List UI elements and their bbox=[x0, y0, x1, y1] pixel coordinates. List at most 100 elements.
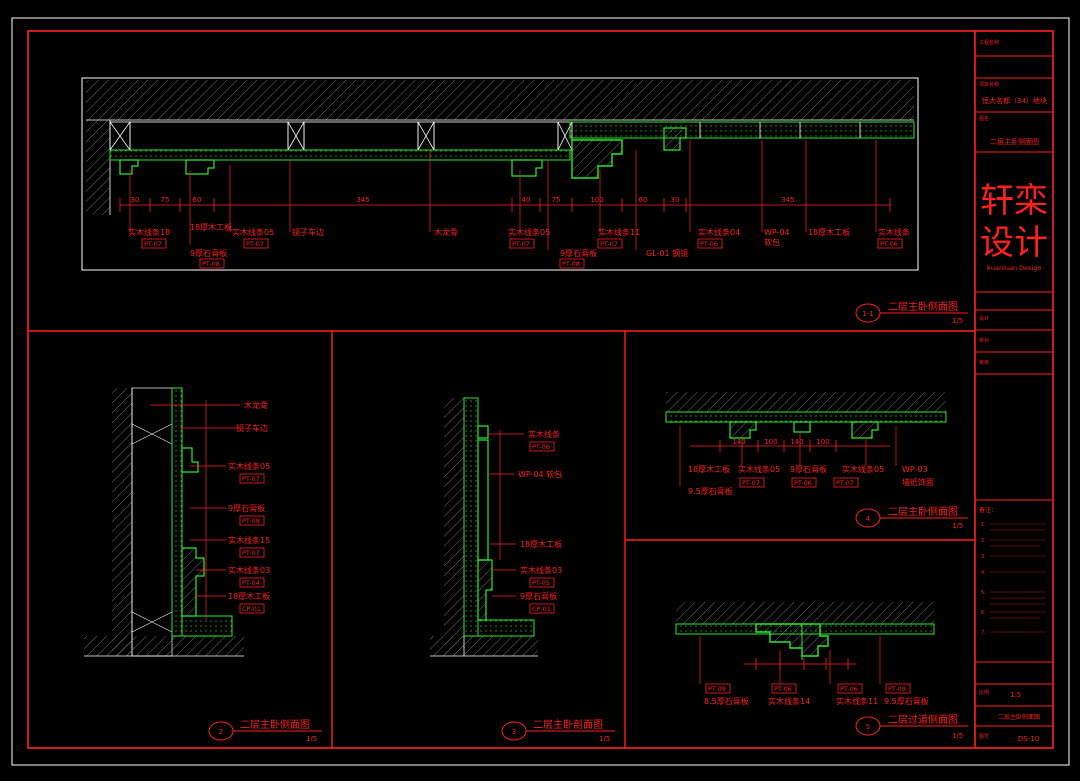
p1-title-label: 2 bbox=[219, 728, 223, 736]
left-wall bbox=[86, 120, 110, 215]
tb-row-label-5: 校对 bbox=[979, 337, 989, 344]
drawing-frame bbox=[27, 30, 1054, 749]
tag-top-5: PT-08 bbox=[562, 260, 580, 268]
panel-3-section: 140 100 140 100 18厚木工板 实木线条05 9厚石膏板 实木线条… bbox=[665, 392, 968, 530]
p3-callout-4: 实木线条05 bbox=[842, 464, 884, 474]
p1-title: 二层主卧侧面图 bbox=[240, 718, 310, 731]
tb-note-7: 7. bbox=[981, 630, 986, 636]
tb-note-1: 1. bbox=[981, 522, 986, 528]
tb-note-6: 6. bbox=[981, 610, 986, 616]
p1-callout-4: 9厚石膏板 bbox=[228, 503, 265, 513]
top-title-label: 1-1 bbox=[862, 310, 873, 318]
callout-top-2: 18厚木工板 bbox=[190, 222, 232, 232]
p2-callout-4: 实木线条03 bbox=[520, 565, 562, 575]
panel-1-section: 木龙骨 镜子车边 实木线条05 9厚石膏板 实木线条15 实木线条03 18厚木… bbox=[84, 387, 322, 743]
dim-6: 75 bbox=[552, 196, 561, 204]
top-drawing-border bbox=[81, 77, 919, 271]
ceiling-joists bbox=[109, 121, 573, 151]
p1-tag-4: PT-04 bbox=[242, 579, 260, 587]
p2-title: 二层主卧剖面图 bbox=[533, 718, 603, 731]
p3-slab bbox=[666, 392, 946, 412]
ceiling-board-left bbox=[109, 149, 571, 161]
p3-callout-2: 实木线条05 bbox=[738, 464, 780, 474]
tag-top-3: PT-07 bbox=[246, 240, 264, 248]
p2-callout-3: 18厚木工板 bbox=[520, 539, 562, 549]
p4-tag-1: PT-09 bbox=[708, 685, 726, 693]
p1-wall bbox=[112, 388, 132, 656]
tb-project: 恒大名都（34）地块 bbox=[982, 96, 1047, 105]
logo-line-1: 轩栾 bbox=[980, 181, 1048, 221]
p1-tag-3: PT-07 bbox=[242, 549, 260, 557]
p3-moulding-3 bbox=[851, 421, 879, 439]
p2-scale: 1/5 bbox=[599, 735, 610, 743]
p3-callout-7: 9.5厚石膏板 bbox=[688, 486, 733, 496]
callout-top-3: 9厚石膏板 bbox=[190, 248, 227, 258]
p1-scale: 1/5 bbox=[306, 735, 317, 743]
cornice-right bbox=[663, 127, 687, 151]
tb-row-label-6: 审核 bbox=[979, 359, 989, 366]
p3-callout-3: 9厚石膏板 bbox=[790, 464, 827, 474]
p4-tag-4: PT-09 bbox=[888, 685, 906, 693]
tb-note-2: 2. bbox=[981, 538, 986, 544]
p2-board bbox=[463, 397, 479, 637]
p3-board bbox=[665, 411, 947, 423]
tb-note-4: 4. bbox=[981, 570, 986, 576]
dim-4: 345 bbox=[356, 196, 369, 204]
dim-1: 30 bbox=[131, 196, 140, 204]
p2-moulding-bottom bbox=[477, 559, 493, 621]
dim-9: 30 bbox=[671, 196, 680, 204]
p3-tag-3: PT-07 bbox=[836, 479, 854, 487]
p4-title: 二层过道侧面图 bbox=[888, 713, 958, 726]
crown-moulding-3 bbox=[511, 159, 543, 177]
p4-scale: 1/5 bbox=[952, 732, 963, 740]
callout-top-1: 实木线条18 bbox=[128, 227, 170, 237]
tag-top-6: PT-07 bbox=[600, 240, 618, 248]
tb-note-5: 5. bbox=[981, 590, 986, 596]
tb-drawing-name: 二层主卧侧面图 bbox=[990, 137, 1039, 146]
tb-row-label-7: 比例 bbox=[979, 689, 989, 696]
p3-callout-1: 18厚木工板 bbox=[688, 464, 730, 474]
p3-moulding-2 bbox=[793, 421, 811, 433]
tb-row-label-8: 图号 bbox=[979, 734, 989, 740]
tb-row-label-2: 项目名称 bbox=[979, 81, 999, 88]
p1-tag-5: CP-01 bbox=[242, 605, 261, 613]
p4-slab bbox=[676, 602, 934, 624]
top-dimension-line bbox=[119, 198, 891, 212]
p1-leaders bbox=[150, 404, 240, 597]
callout-top-5: 镜子车边 bbox=[292, 227, 324, 237]
tag-top-7: PT-06 bbox=[700, 240, 718, 248]
callout-top-8: 9厚石膏板 bbox=[560, 248, 597, 258]
p3-callout-5: WP-03 bbox=[902, 465, 928, 474]
p2-skirting bbox=[477, 619, 535, 637]
top-elevation-drawing: 30 75 60 345 40 75 100 60 30 345 实木线条18 … bbox=[81, 77, 968, 325]
tag-top-8: PT-06 bbox=[880, 240, 898, 248]
tb-drawing-no: DS-10 bbox=[1018, 735, 1039, 743]
tb-row-label-1: 工程名称 bbox=[979, 39, 999, 46]
p1-callout-3: 实木线条05 bbox=[228, 461, 270, 471]
callout-top-7: 实木线条05 bbox=[508, 227, 550, 237]
p4-cornice bbox=[755, 623, 829, 657]
p1-callout-7: 18厚木工板 bbox=[228, 591, 270, 601]
callout-top-14: 18厚木工板 bbox=[808, 227, 850, 237]
tb-row-label-4: 设计 bbox=[979, 315, 989, 322]
p2-leaders bbox=[488, 433, 524, 597]
panel-2-section: 实木线条 WP-04 软包 18厚木工板 实木线条03 9厚石膏板 PT-06 … bbox=[430, 397, 615, 743]
tb-note-lines bbox=[990, 523, 1046, 633]
p4-callout-3: 实木线条11 bbox=[836, 696, 878, 706]
p2-callout-2: WP-04 软包 bbox=[518, 469, 562, 479]
p3-scale: 1/5 bbox=[952, 522, 963, 530]
top-leaders bbox=[129, 140, 877, 250]
p1-callout-2: 镜子车边 bbox=[236, 423, 268, 433]
tb-row-label-3: 图名 bbox=[979, 115, 989, 122]
p1-callout-6: 实木线条03 bbox=[228, 565, 270, 575]
dim-8: 60 bbox=[639, 196, 648, 204]
callout-top-12: WP-04 bbox=[764, 228, 790, 237]
tb-notes-heading: 备注： bbox=[979, 506, 997, 514]
dim-10: 345 bbox=[781, 196, 794, 204]
p2-tag-2: PT-05 bbox=[532, 579, 550, 587]
tag-top-1: PT-07 bbox=[144, 240, 162, 248]
cornice-large bbox=[571, 139, 623, 179]
p1-callout-5: 实木线条15 bbox=[228, 535, 270, 545]
p3-title-label: 4 bbox=[866, 515, 871, 523]
